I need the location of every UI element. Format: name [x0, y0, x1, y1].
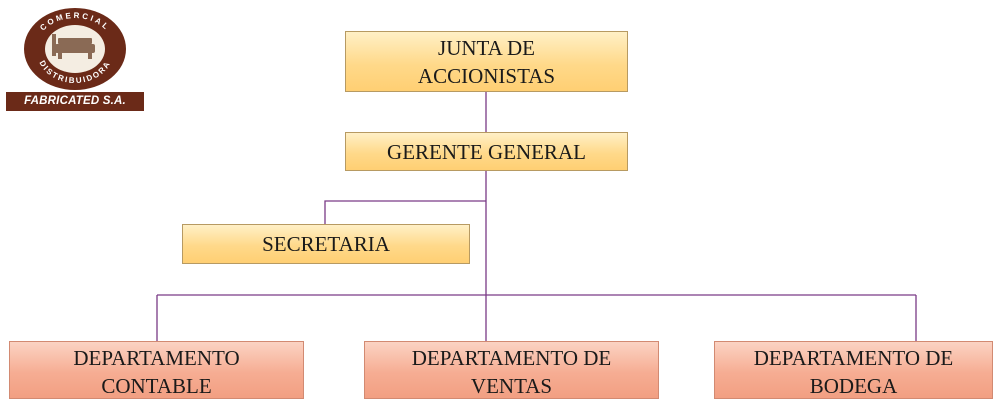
node-departamento-bodega: DEPARTAMENTO DE BODEGA	[714, 341, 993, 399]
company-logo: COMERCIAL DISTRIBUIDORA FABRICATED S.A.	[6, 6, 144, 112]
connector-secretaria	[324, 200, 486, 224]
node-gerente-general: GERENTE GENERAL	[345, 132, 628, 171]
node-departamento-contable: DEPARTAMENTO CONTABLE	[9, 341, 304, 399]
node-secretaria: SECRETARIA	[182, 224, 470, 264]
node-junta-accionistas: JUNTA DE ACCIONISTAS	[345, 31, 628, 92]
logo-badge-icon: COMERCIAL DISTRIBUIDORA	[24, 8, 126, 90]
logo-company-name: FABRICATED S.A.	[6, 92, 144, 111]
node-departamento-ventas: DEPARTAMENTO DE VENTAS	[364, 341, 659, 399]
